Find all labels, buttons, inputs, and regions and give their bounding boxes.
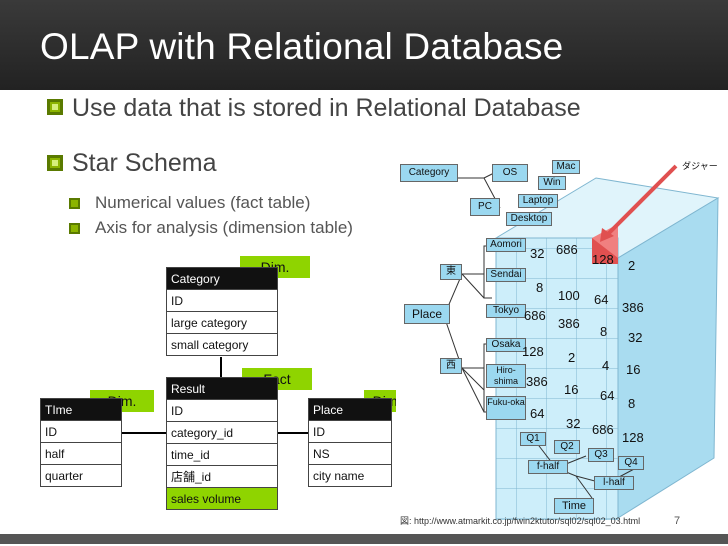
title-bar-bg: OLAP with Relational Database [0, 0, 728, 90]
category-label: Category [400, 164, 458, 182]
quarter-label: Q4 [618, 456, 644, 470]
cube-value: 64 [600, 388, 615, 403]
cube-value: 8 [536, 280, 544, 295]
laptop-label: Laptop [518, 194, 558, 208]
result-row: category_id [166, 421, 278, 444]
city-label: Hiro-shima [486, 364, 526, 388]
cube-value: 32 [530, 246, 545, 261]
cube-value: 32 [628, 330, 643, 345]
citation: 図: http://www.atmarkit.co.jp/fwin2ktutor… [400, 516, 641, 526]
pointer-note: ダジャー [682, 161, 718, 171]
quarter-label: Q2 [554, 440, 580, 454]
sub-bullet-square-icon [69, 223, 80, 234]
cube-value: 8 [628, 396, 636, 411]
bullet-2: Star Schema [72, 149, 217, 177]
desktop-label: Desktop [506, 212, 552, 226]
title-bar [0, 0, 728, 90]
bullet-1: Use data that is stored in Relational Da… [72, 94, 581, 122]
cube-value: 128 [622, 430, 644, 445]
time-row: half [40, 442, 122, 465]
place-table: Place ID NS city name [308, 398, 392, 487]
result-row: sales volume [166, 487, 278, 510]
cube-value: 386 [526, 374, 548, 389]
half-label: f-half [528, 460, 568, 474]
cube-value: 686 [556, 242, 578, 257]
cube-value: 2 [568, 350, 576, 365]
result-row: 店舗_id [166, 465, 278, 488]
cube-value: 128 [522, 344, 544, 359]
cube-value: 386 [622, 300, 644, 315]
cube-value: 686 [524, 308, 546, 323]
cube-value: 128 [592, 252, 614, 267]
result-row: ID [166, 399, 278, 422]
cube-value: 2 [628, 258, 636, 273]
sub-bullet-2: Axis for analysis (dimension table) [95, 218, 353, 237]
city-label: Sendai [486, 268, 526, 282]
olap-cube-illustration: Category OS Mac Win PC Laptop Desktop Pl… [396, 158, 720, 521]
bullet-square-icon [47, 99, 63, 115]
place-row: ID [308, 420, 392, 443]
cube-value: 32 [566, 416, 581, 431]
place-row: NS [308, 442, 392, 465]
pointer-arrow [604, 164, 678, 238]
cube-value: 4 [602, 358, 610, 373]
city-label: Aomori [486, 238, 526, 252]
cube-value: 686 [592, 422, 614, 437]
place-row: city name [308, 464, 392, 487]
cube-value: 64 [594, 292, 609, 307]
city-label: Fuku-oka [486, 396, 526, 420]
half-label: l-half [594, 476, 634, 490]
category-header: Category [166, 267, 278, 290]
time-table: TIme ID half quarter [40, 398, 122, 487]
footer-bar [0, 534, 728, 544]
slide-title: OLAP with Relational Database [40, 26, 564, 67]
page-number: 7 [674, 515, 681, 527]
place-label: Place [404, 304, 450, 324]
cube-value: 64 [530, 406, 545, 421]
connector-line [122, 432, 166, 434]
result-table: Result ID category_id time_id 店舗_id sale… [166, 377, 278, 510]
win-label: Win [538, 176, 566, 190]
east-label: 東 [440, 264, 462, 280]
bullet-square-icon [47, 155, 63, 171]
category-row: small category [166, 333, 278, 356]
os-label: OS [492, 164, 528, 182]
time-label: Time [554, 498, 594, 514]
sub-bullet-1: Numerical values (fact table) [95, 193, 311, 212]
connector-line [220, 357, 222, 377]
city-label: Osaka [486, 338, 526, 352]
time-header: TIme [40, 398, 122, 421]
sub-bullet-square-icon [69, 198, 80, 209]
city-label: Tokyo [486, 304, 526, 318]
category-row: ID [166, 289, 278, 312]
west-label: 西 [440, 358, 462, 374]
pc-label: PC [470, 198, 500, 216]
cube-value: 16 [626, 362, 641, 377]
result-header: Result [166, 377, 278, 400]
result-row: time_id [166, 443, 278, 466]
time-row: quarter [40, 464, 122, 487]
cube-value: 100 [558, 288, 580, 303]
category-row: large category [166, 311, 278, 334]
quarter-label: Q3 [588, 448, 614, 462]
quarter-label: Q1 [520, 432, 546, 446]
cube-value: 386 [558, 316, 580, 331]
mac-label: Mac [552, 160, 580, 174]
place-header: Place [308, 398, 392, 421]
category-table: Category ID large category small categor… [166, 267, 278, 356]
connector-line [278, 432, 308, 434]
cube-value: 8 [600, 324, 608, 339]
cube-value: 16 [564, 382, 579, 397]
time-row: ID [40, 420, 122, 443]
